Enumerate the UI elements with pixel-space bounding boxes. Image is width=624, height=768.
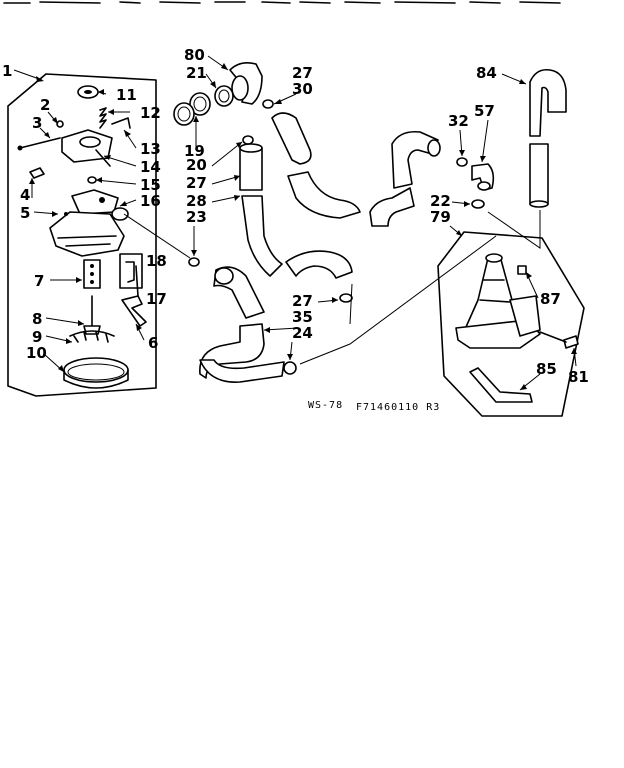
- label-79: 79: [430, 208, 451, 226]
- washer-19b: [173, 102, 195, 126]
- label-16: 16: [140, 192, 161, 210]
- pump-assembly-outline: [7, 73, 157, 397]
- tub-bracket: [509, 295, 541, 337]
- footer-left-code: WS-78: [308, 400, 343, 411]
- label-32: 32: [448, 112, 469, 130]
- label-19: 19: [184, 142, 205, 160]
- clamp-23: [188, 257, 200, 267]
- label-2: 2: [40, 96, 50, 114]
- label-81: 81: [568, 368, 589, 386]
- label-24: 24: [292, 324, 313, 342]
- pump-housing: [49, 211, 125, 257]
- label-6: 6: [148, 334, 158, 352]
- pump-assembly-group: [7, 69, 157, 397]
- label-11: 11: [116, 86, 137, 104]
- label-3: 3: [32, 114, 42, 132]
- label-23: 23: [186, 208, 207, 226]
- hose-32-lower: [369, 187, 415, 227]
- strap-85: [469, 367, 533, 403]
- screw-4: [29, 167, 45, 179]
- hose-long: [241, 195, 283, 277]
- label-4: 4: [20, 186, 30, 204]
- label-15: 15: [140, 176, 161, 194]
- leader-lines: [123, 210, 541, 365]
- screw-2: [56, 120, 64, 128]
- retainer-clip: [111, 117, 131, 129]
- label-30: 30: [292, 80, 313, 98]
- label-8: 8: [32, 310, 42, 328]
- top-edge-fragments: [3, 1, 561, 4]
- clip-frame: [119, 253, 143, 289]
- hose-30-lower: [287, 171, 361, 219]
- elbow-80-mouth: [231, 75, 249, 101]
- hose-84-top: [529, 68, 567, 137]
- clamp-20: [242, 135, 254, 145]
- label-17: 17: [146, 290, 167, 308]
- clamp-27-top: [262, 99, 274, 109]
- label-85: 85: [536, 360, 557, 378]
- part-labels: 1 2 3 11 12 13 14 15 16 4 5 7 18 17 6 8 …: [2, 46, 589, 386]
- label-84: 84: [476, 64, 497, 82]
- label-80: 80: [184, 46, 205, 64]
- pump-seal-ring: [63, 357, 129, 383]
- hose-28: [239, 147, 263, 191]
- hose-84-bottom: [529, 143, 549, 205]
- label-7: 7: [34, 272, 44, 290]
- label-57: 57: [474, 102, 495, 120]
- label-10: 10: [26, 344, 47, 362]
- clamp-32: [456, 157, 468, 167]
- pump-body-top: [71, 189, 119, 215]
- label-14: 14: [140, 158, 161, 176]
- label-87: 87: [540, 290, 561, 308]
- hose-35-lower: [199, 359, 285, 383]
- clamp-21: [214, 85, 234, 107]
- label-5: 5: [20, 204, 30, 222]
- label-27-a: 27: [292, 64, 313, 82]
- label-21: 21: [186, 64, 207, 82]
- label-27-b: 27: [186, 174, 207, 192]
- label-1: 1: [2, 62, 12, 80]
- hose-assembly: [173, 62, 567, 383]
- clamp-27-mid: [339, 293, 353, 303]
- seal-15: [87, 176, 97, 184]
- label-35: 35: [292, 308, 313, 326]
- screw-81: [563, 335, 579, 349]
- hose-30: [271, 112, 312, 165]
- label-22: 22: [430, 192, 451, 210]
- hose-connector: [285, 250, 353, 279]
- clamp-22: [471, 199, 485, 209]
- linkage-rod: [19, 137, 61, 149]
- label-arrows: [29, 55, 577, 391]
- label-13: 13: [140, 140, 161, 158]
- label-20: 20: [186, 156, 207, 174]
- label-28: 28: [186, 192, 207, 210]
- label-12: 12: [140, 104, 161, 122]
- hose-32-bend: [391, 130, 439, 189]
- clamp-24: [283, 361, 297, 375]
- label-9: 9: [32, 328, 42, 346]
- clip-18: [125, 261, 135, 283]
- label-27-c: 27: [292, 292, 313, 310]
- nut-87: [517, 265, 527, 275]
- tub-assembly-group: [437, 231, 585, 417]
- impeller-ring: [69, 330, 115, 337]
- label-18: 18: [146, 252, 167, 270]
- washer-19a: [189, 92, 211, 116]
- tub-assembly-outline: [437, 231, 585, 417]
- footer-drawing-number: F71460110 R3: [356, 402, 440, 413]
- bracket-6: [121, 295, 147, 327]
- spring: [99, 107, 107, 129]
